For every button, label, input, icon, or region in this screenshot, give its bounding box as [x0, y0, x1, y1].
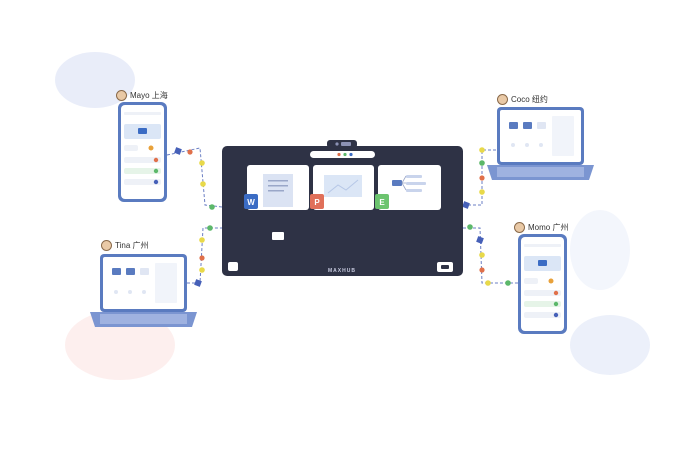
link-tina: [187, 227, 222, 284]
excel-window: [378, 165, 441, 210]
user-label-mayo: Mayo 上海: [116, 90, 168, 102]
dot: [479, 252, 485, 258]
user-city: 广州: [552, 223, 569, 232]
square-dot: [476, 236, 484, 244]
user-city: 上海: [151, 91, 168, 100]
maxhub-board: W P E: [222, 140, 463, 276]
avatar-icon: [497, 94, 508, 106]
word-icon: [244, 194, 258, 209]
excel-icon: [375, 194, 389, 209]
board-toolbar: [310, 151, 375, 158]
dot: [485, 280, 491, 286]
excel-badge-letter: E: [379, 198, 385, 207]
background-blobs: [55, 52, 650, 380]
dot: [479, 175, 485, 181]
avatar-icon: [101, 240, 112, 252]
link-mayo: [166, 147, 223, 208]
dot: [479, 267, 485, 273]
link-momo: [463, 227, 520, 284]
phone-mayo: [118, 102, 167, 202]
dot: [479, 160, 485, 166]
user-name: Mayo: [130, 91, 150, 100]
dot: [199, 160, 205, 166]
user-name: Tina: [115, 241, 131, 250]
connection-dots: [174, 147, 511, 287]
dot: [200, 181, 206, 187]
avatar-icon: [116, 90, 127, 102]
ppt-badge-letter: P: [314, 198, 320, 207]
dot: [209, 204, 215, 210]
dot: [199, 255, 205, 261]
user-label-momo: Momo 广州: [514, 222, 569, 234]
board-left-button: [228, 262, 238, 271]
phone-momo: [518, 234, 567, 334]
user-city: 纽约: [531, 95, 548, 104]
dot: [479, 189, 485, 195]
dot: [479, 147, 485, 153]
square-dot: [174, 147, 182, 155]
dot: [505, 280, 511, 286]
laptop-coco: [487, 107, 594, 180]
user-name: Coco: [511, 95, 530, 104]
avatar-icon: [514, 222, 525, 234]
user-city: 广州: [132, 241, 149, 250]
dot: [199, 237, 205, 243]
dot: [467, 224, 473, 230]
dot: [207, 225, 213, 231]
sticky-note: [272, 232, 284, 240]
user-name: Momo: [528, 223, 551, 232]
ppt-icon: [310, 194, 324, 209]
user-label-coco: Coco 纽约: [497, 94, 548, 106]
user-label-tina: Tina 广州: [101, 240, 149, 252]
square-dot: [462, 201, 470, 209]
square-dot: [194, 279, 202, 287]
dot: [199, 267, 205, 273]
dot: [187, 149, 193, 155]
word-badge-letter: W: [247, 198, 255, 207]
board-brand: MAXHUB: [328, 268, 356, 274]
laptop-tina: [90, 254, 197, 327]
